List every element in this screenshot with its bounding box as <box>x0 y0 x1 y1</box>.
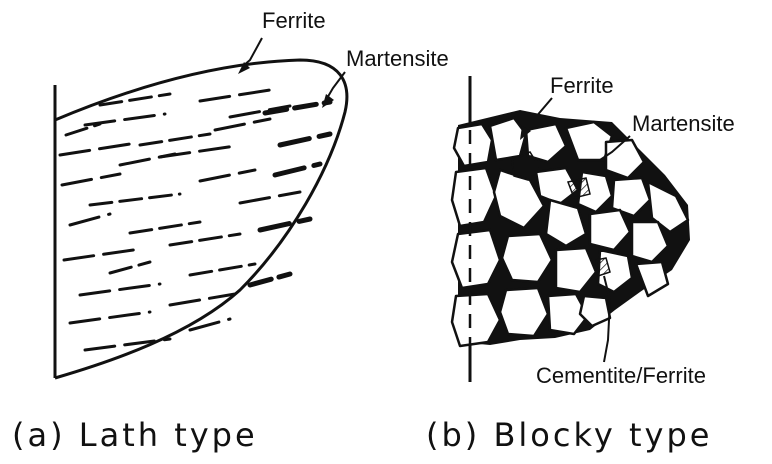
lath <box>240 192 300 203</box>
lath <box>170 234 240 245</box>
lath <box>62 174 120 185</box>
blocky-martensite-label: Martensite <box>632 111 735 136</box>
lath <box>130 222 200 233</box>
martensite-laths <box>60 90 330 350</box>
lath <box>190 264 255 275</box>
lath <box>85 114 165 125</box>
lath-ferrite-label: Ferrite <box>262 8 326 33</box>
panel-blocky-type: Ferrite Martensite Cementite/Ferrite (b)… <box>426 73 735 454</box>
lath <box>260 219 310 230</box>
lath-martensite-leader <box>326 72 345 100</box>
panel-lath-type: Ferrite Martensite (a) Lath type <box>12 8 449 454</box>
lath <box>60 144 130 155</box>
lath <box>66 124 100 135</box>
lath <box>280 134 330 145</box>
lath <box>250 274 290 285</box>
lath <box>200 170 255 181</box>
caption-lath-type: (a) Lath type <box>12 416 258 454</box>
cementite-ferrite-label: Cementite/Ferrite <box>536 363 706 388</box>
lath <box>140 134 210 145</box>
lath-martensite-label: Martensite <box>346 46 449 71</box>
lath <box>275 164 320 175</box>
lath <box>70 214 110 225</box>
lath <box>215 119 270 130</box>
lath <box>200 90 270 101</box>
lath <box>80 284 160 295</box>
lath <box>120 154 175 165</box>
lath <box>90 194 180 205</box>
lath <box>110 262 150 273</box>
lath <box>64 249 140 260</box>
ferrite-grain <box>454 124 492 166</box>
lath <box>70 312 150 323</box>
blocky-ferrite-label: Ferrite <box>550 73 614 98</box>
caption-blocky-type: (b) Blocky type <box>426 416 712 454</box>
